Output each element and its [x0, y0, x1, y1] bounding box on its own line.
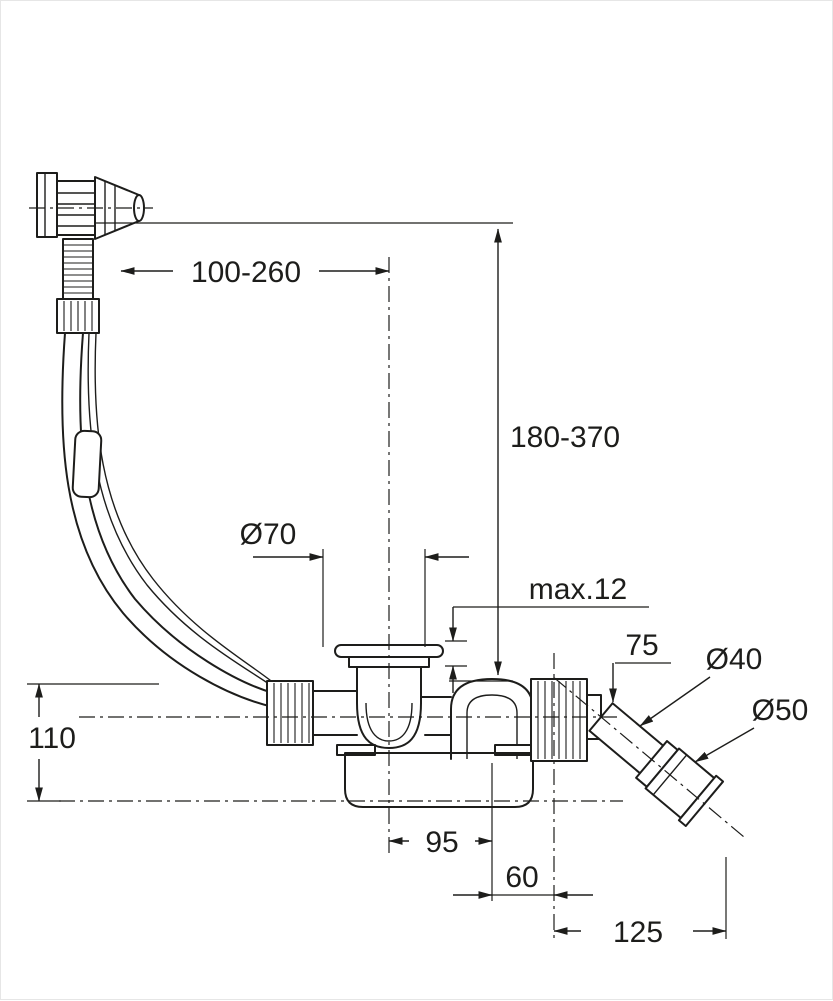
waste-and-trap-assembly — [266, 644, 534, 808]
dimension-label-dia70: Ø70 — [240, 518, 297, 551]
dimension-100-260: 100-260 — [120, 256, 390, 289]
dimension-110: 110 — [27, 683, 159, 802]
dimension-95: 95 — [388, 763, 493, 901]
dimension-label-max12: max.12 — [529, 573, 627, 606]
dimension-dia40: Ø40 — [639, 643, 763, 727]
dimension-dia50: Ø50 — [694, 694, 809, 763]
dimension-label-95: 95 — [425, 826, 458, 859]
dimension-label-dia50: Ø50 — [752, 694, 809, 727]
dimension-label-110: 110 — [28, 722, 76, 755]
dimension-label-100-260: 100-260 — [191, 256, 301, 289]
angled-outlet-pipe — [553, 676, 747, 840]
dimension-label-dia40: Ø40 — [706, 643, 763, 676]
dimensions: 100-260 180-370 Ø70 max.12 75 — [27, 222, 809, 949]
dimension-125: 125 — [553, 857, 727, 949]
dimension-label-75: 75 — [625, 629, 658, 662]
outlet-connection — [530, 676, 747, 840]
dimension-75: 75 — [609, 629, 671, 703]
overflow-filler-unit — [36, 172, 145, 334]
trap-cup — [344, 752, 534, 808]
bowden-cable-and-hose — [61, 332, 276, 708]
dimension-60: 60 — [453, 861, 593, 899]
dimension-label-180-370: 180-370 — [510, 421, 620, 454]
dimension-dia70: Ø70 — [240, 518, 469, 647]
dimension-label-125: 125 — [613, 916, 663, 949]
dimension-180-370: 180-370 — [95, 222, 620, 682]
dimension-max12: max.12 — [445, 573, 649, 693]
dimension-label-60: 60 — [505, 861, 538, 894]
hose-nut — [266, 680, 314, 746]
cable-sleeve — [71, 429, 103, 499]
